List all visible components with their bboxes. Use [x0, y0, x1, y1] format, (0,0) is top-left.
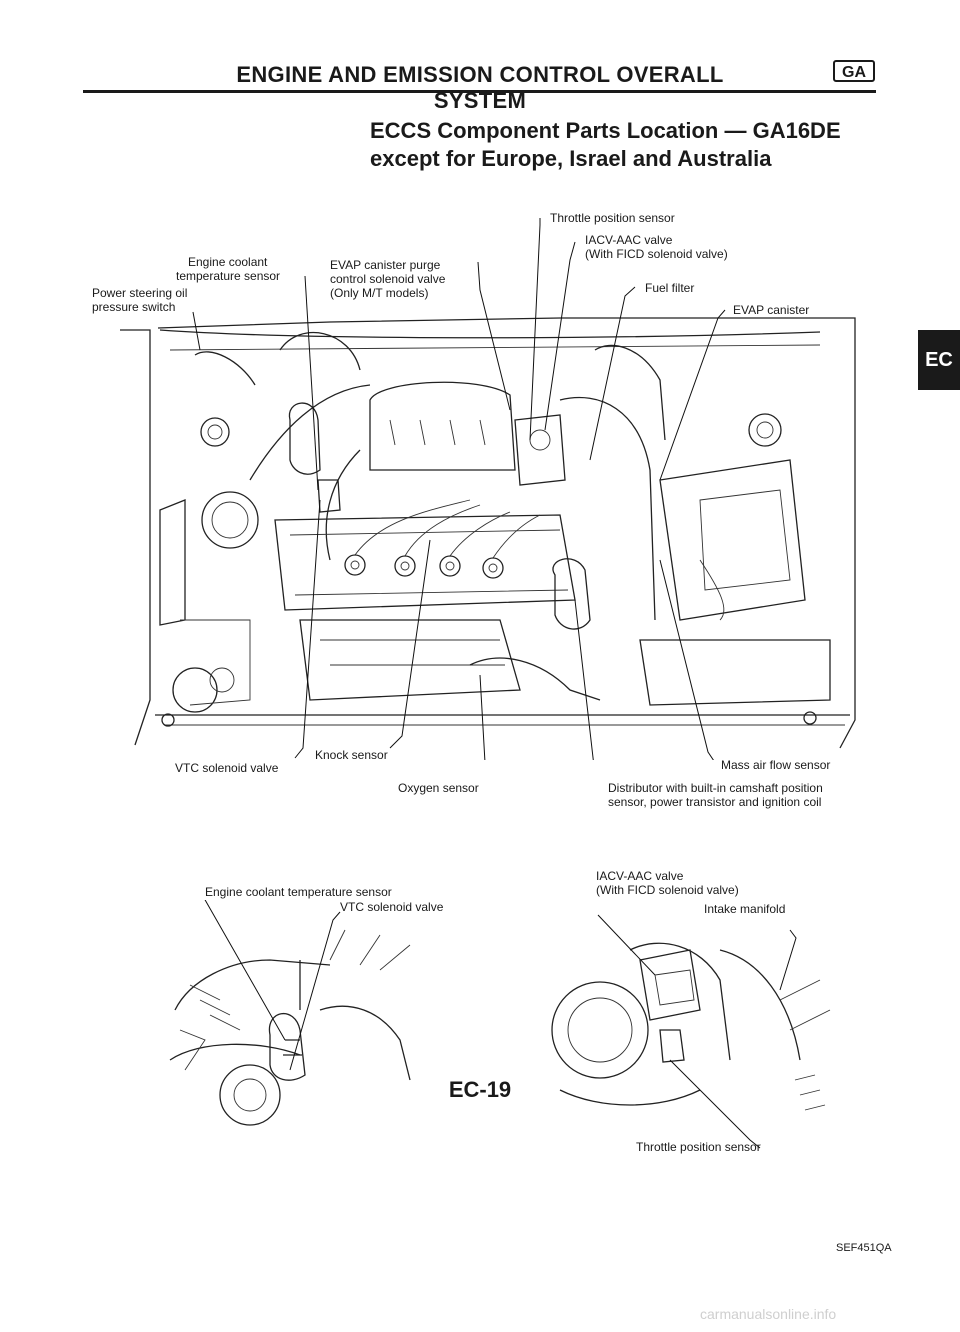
ec-section-tab[interactable]: EC	[918, 330, 960, 390]
label-detail-intake-manifold: Intake manifold	[704, 902, 786, 916]
label-oxygen-sensor: Oxygen sensor	[398, 781, 479, 795]
header-rule	[83, 90, 876, 93]
label-evap-purge-2: control solenoid valve	[330, 272, 446, 286]
label-power-steering-2: pressure switch	[92, 300, 176, 314]
label-engine-coolant-2: temperature sensor	[176, 269, 281, 283]
label-distributor-1: Distributor with built-in camshaft posit…	[608, 781, 823, 795]
label-engine-coolant-1: Engine coolant	[188, 255, 268, 269]
label-detail-iacv-2: (With FICD solenoid valve)	[596, 883, 739, 897]
page-header-title: ENGINE AND EMISSION CONTROL OVERALL SYST…	[236, 62, 724, 113]
label-mass-air-flow: Mass air flow sensor	[721, 758, 831, 772]
label-iacv-aac-valve: IACV-AAC valve	[585, 233, 673, 247]
label-evap-canister: EVAP canister	[733, 303, 810, 317]
detail-left-illustration	[169, 900, 411, 1126]
engine-bay-illustration	[120, 218, 856, 760]
label-detail-engine-coolant: Engine coolant temperature sensor	[205, 885, 392, 899]
label-throttle-position-sensor: Throttle position sensor	[550, 211, 675, 225]
label-detail-vtc-solenoid: VTC solenoid valve	[340, 900, 444, 914]
label-distributor-2: sensor, power transistor and ignition co…	[608, 795, 822, 809]
section-title-line1: ECCS Component Parts Location — GA16DE	[370, 118, 841, 143]
label-fuel-filter: Fuel filter	[645, 281, 695, 295]
page-number: EC-19	[448, 1077, 512, 1102]
label-iacv-ficd: (With FICD solenoid valve)	[585, 247, 728, 261]
label-detail-iacv-1: IACV-AAC valve	[596, 869, 684, 883]
label-evap-purge-3: (Only M/T models)	[330, 286, 429, 300]
section-title-line2: except for Europe, Israel and Australia	[370, 146, 772, 171]
detail-right-illustration	[551, 914, 831, 1149]
ga-badge: GA	[833, 60, 875, 82]
label-detail-throttle-position: Throttle position sensor	[636, 1140, 761, 1154]
label-vtc-solenoid: VTC solenoid valve	[175, 761, 279, 775]
label-power-steering-1: Power steering oil	[92, 286, 188, 300]
label-knock-sensor: Knock sensor	[315, 748, 388, 762]
label-evap-purge-1: EVAP canister purge	[330, 258, 441, 272]
watermark: carmanualsonline.info	[700, 1306, 837, 1322]
figure-code: SEF451QA	[836, 1242, 892, 1254]
